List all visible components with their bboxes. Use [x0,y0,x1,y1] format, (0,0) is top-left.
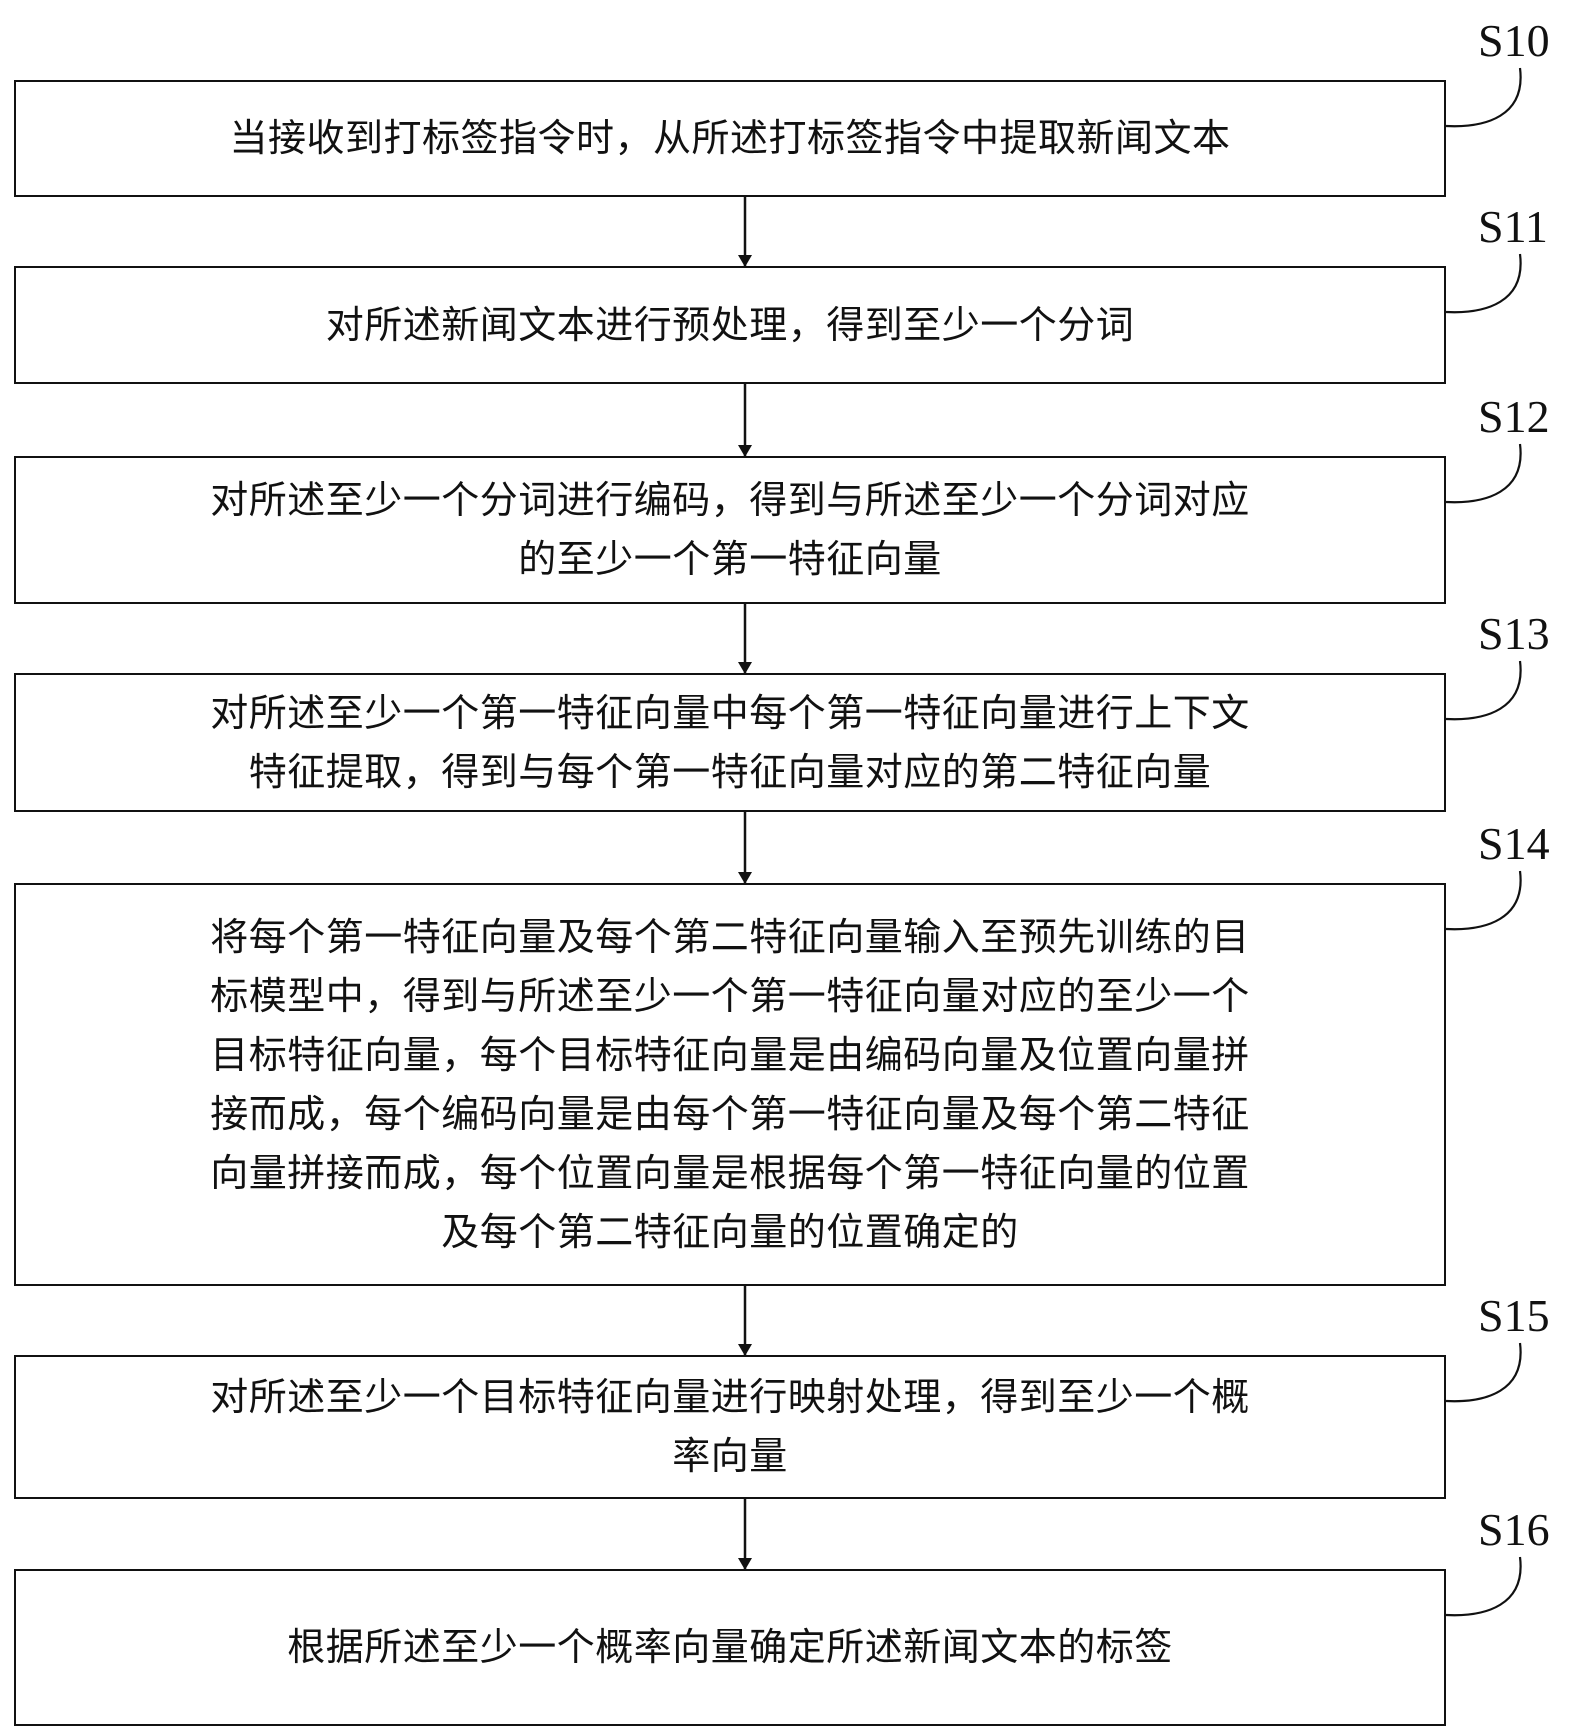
step-box-s13: 对所述至少一个第一特征向量中每个第一特征向量进行上下文特征提取，得到与每个第一特… [14,673,1446,812]
leader-curve-s15 [1445,1342,1522,1403]
leader-curve-s10 [1445,67,1522,128]
step-label-s16: S16 [1478,1504,1550,1555]
leader-curve-s12 [1445,443,1522,504]
leader-curve-s16 [1445,1556,1522,1617]
step-text-line: 对所述至少一个分词进行编码，得到与所述至少一个分词对应 [210,478,1250,522]
step-label-s11: S11 [1478,201,1548,252]
step-label-s12: S12 [1478,391,1550,442]
step-text-line: 及每个第二特征向量的位置确定的 [441,1209,1019,1254]
step-label-s10: S10 [1478,15,1550,66]
step-text-line: 对所述至少一个目标特征向量进行映射处理，得到至少一个概 [210,1375,1250,1419]
step-text-line: 目标特征向量，每个目标特征向量是由编码向量及位置向量拼 [210,1032,1250,1077]
step-text-line: 的至少一个第一特征向量 [518,537,942,581]
step-text-line: 标模型中，得到与所述至少一个第一特征向量对应的至少一个 [210,973,1250,1018]
step-box-s14: 将每个第一特征向量及每个第二特征向量输入至预先训练的目标模型中，得到与所述至少一… [14,883,1446,1286]
step-box-s11: 对所述新闻文本进行预处理，得到至少一个分词 [14,266,1446,384]
step-text-line: 向量拼接而成，每个位置向量是根据每个第一特征向量的位置 [210,1150,1250,1195]
leader-curve-s11 [1445,253,1522,314]
step-box-s15: 对所述至少一个目标特征向量进行映射处理，得到至少一个概率向量 [14,1355,1446,1499]
leader-curve-s13 [1445,660,1522,721]
step-text-line: 将每个第一特征向量及每个第二特征向量输入至预先训练的目 [210,914,1250,959]
step-text-line: 对所述新闻文本进行预处理，得到至少一个分词 [325,302,1135,347]
step-box-s12: 对所述至少一个分词进行编码，得到与所述至少一个分词对应的至少一个第一特征向量 [14,456,1446,604]
step-box-s16: 根据所述至少一个概率向量确定所述新闻文本的标签 [14,1569,1446,1726]
step-text-line: 率向量 [672,1434,788,1478]
step-label-s13: S13 [1478,608,1550,659]
step-label-s15: S15 [1478,1290,1550,1341]
step-text-line: 当接收到打标签指令时，从所述打标签指令中提取新闻文本 [229,116,1231,160]
step-label-s14: S14 [1478,818,1550,869]
step-text-line: 根据所述至少一个概率向量确定所述新闻文本的标签 [287,1625,1173,1669]
leader-curve-s14 [1445,870,1522,931]
step-text-line: 对所述至少一个第一特征向量中每个第一特征向量进行上下文 [210,690,1250,735]
step-box-s10: 当接收到打标签指令时，从所述打标签指令中提取新闻文本 [14,80,1446,197]
step-text-line: 接而成，每个编码向量是由每个第一特征向量及每个第二特征 [210,1091,1250,1136]
step-text-line: 特征提取，得到与每个第一特征向量对应的第二特征向量 [248,749,1212,794]
